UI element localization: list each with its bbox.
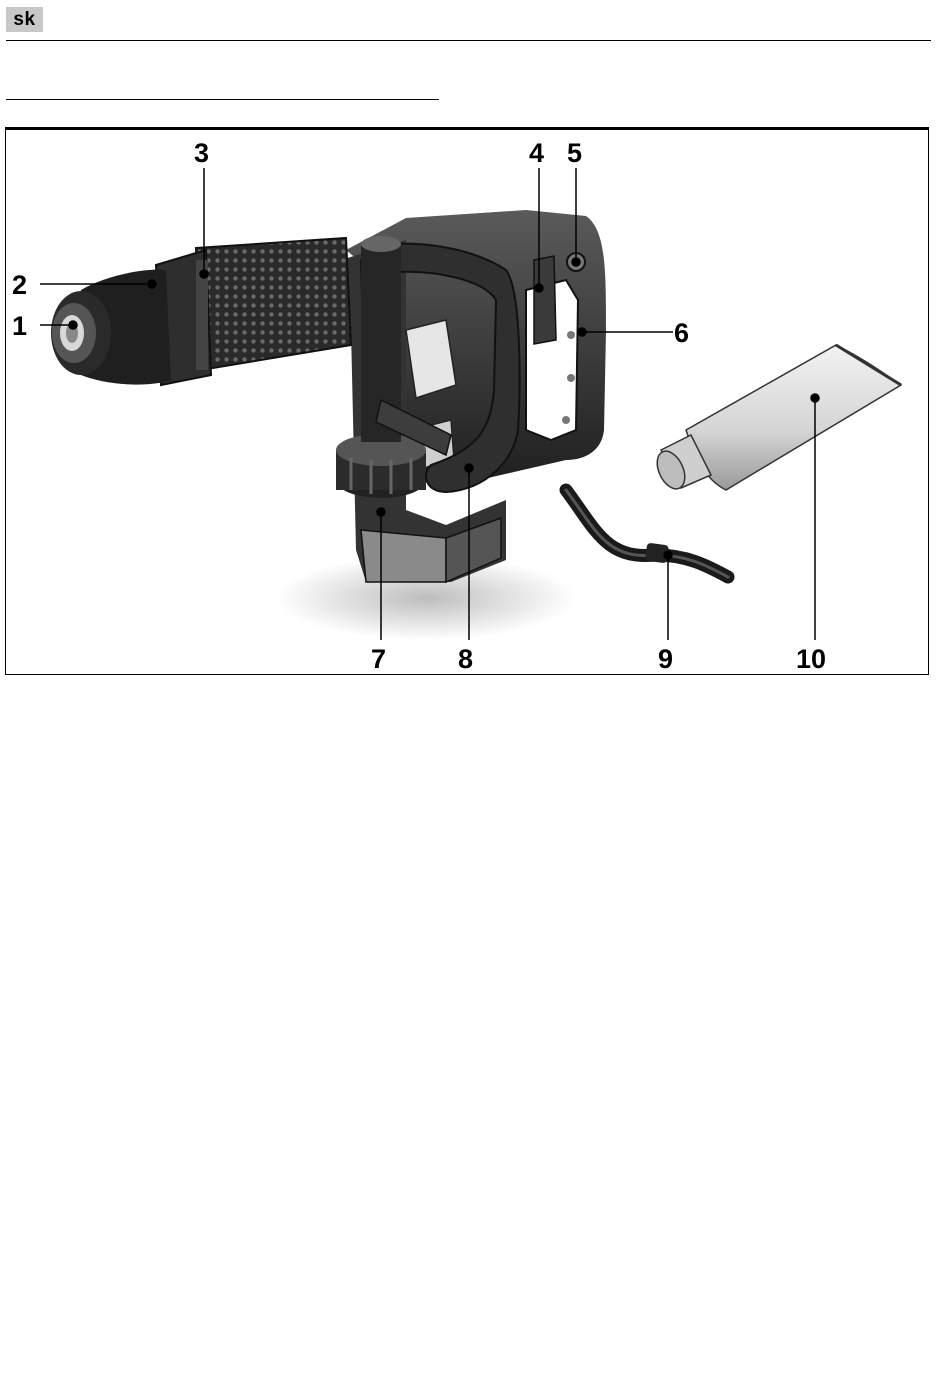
language-tag: sk [6,7,43,32]
callout-3: 3 [194,138,209,168]
demolition-hammer-illustration: 1 2 3 4 5 6 7 8 9 10 [6,130,930,678]
callout-4: 4 [529,138,544,168]
product-figure: 1 2 3 4 5 6 7 8 9 10 [5,127,929,675]
header-rule [6,40,931,41]
power-cord [566,490,728,577]
callout-6: 6 [674,318,689,348]
callout-7: 7 [371,644,386,674]
rotating-knob [336,434,426,498]
grease-tube [652,345,901,493]
callout-9: 9 [658,644,673,674]
section-rule [6,99,439,100]
callout-1: 1 [12,311,27,341]
callout-5: 5 [567,138,582,168]
chisel-holder [51,238,351,385]
callout-8: 8 [458,644,473,674]
callout-10: 10 [796,644,826,674]
callout-2: 2 [12,270,27,300]
